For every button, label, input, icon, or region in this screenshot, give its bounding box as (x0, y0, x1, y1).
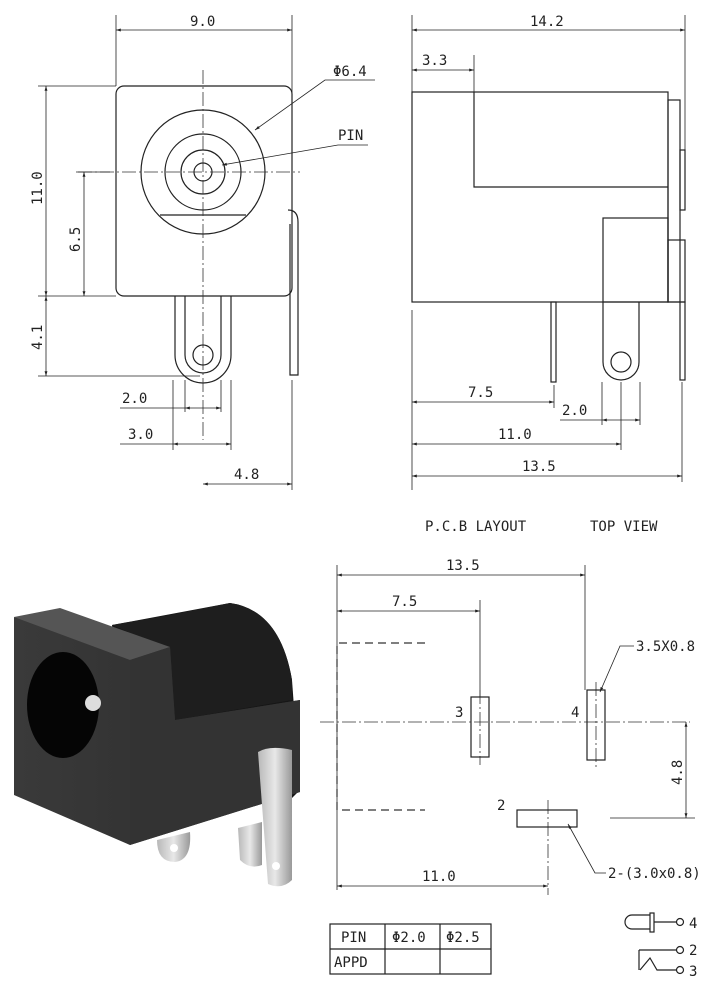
pcb-layout: P.C.B LAYOUT TOP VIEW 13.5 7.5 3 4 2 4.8… (320, 519, 701, 895)
dim-pin1: 7.5 (468, 385, 493, 401)
dim-tab: 2.0 (562, 403, 587, 419)
pad-3-label: 3 (455, 705, 463, 721)
dim-pin-w1: 2.0 (122, 391, 147, 407)
schematic-pin-2: 2 (689, 943, 697, 959)
schematic-symbol: 4 2 3 (624, 912, 697, 980)
dim-width: 9.0 (190, 14, 215, 30)
side-body (411, 91, 669, 303)
schematic-pin-3: 3 (689, 964, 697, 980)
pin-2-tab (602, 302, 640, 381)
table-header-d20: Φ2.0 (392, 930, 426, 946)
dim-pin3: 13.5 (522, 459, 556, 475)
pin-4 (679, 301, 686, 381)
side-tab (287, 209, 299, 376)
product-photo (14, 603, 300, 887)
body-outline (336, 642, 425, 811)
dim-pin-w2: 3.0 (128, 427, 153, 443)
pcb-dim-total: 13.5 (446, 558, 480, 574)
dim-total: 14.2 (530, 14, 564, 30)
pad-4-label: 4 (571, 705, 579, 721)
pcb-dim-pad3: 7.5 (392, 594, 417, 610)
front-body (115, 85, 293, 297)
dim-pin2: 11.0 (498, 427, 532, 443)
table-header-pin: PIN (341, 930, 366, 946)
pin-table: PIN Φ2.0 Φ2.5 APPD (329, 923, 492, 975)
dim-center: 6.5 (68, 227, 84, 252)
dim-step: 3.3 (422, 53, 447, 69)
pad-2-label: 2 (497, 798, 505, 814)
dim-height: 11.0 (30, 171, 46, 205)
label-pin: PIN (338, 128, 363, 144)
pcb-dim-pad2: 11.0 (422, 869, 456, 885)
side-view: 14.2 3.3 7.5 2.0 11.0 13.5 (411, 14, 686, 490)
label-diameter: Φ6.4 (333, 64, 367, 80)
dim-pin-length: 4.1 (30, 325, 46, 350)
front-view: 9.0 11.0 6.5 4.1 2.0 3.0 4.8 Φ6.4 PIN (30, 14, 375, 490)
dim-side: 4.8 (234, 467, 259, 483)
note-pad4: 3.5X0.8 (636, 639, 695, 655)
pcb-subtitle: TOP VIEW (590, 519, 658, 535)
pin-3 (550, 301, 557, 383)
pcb-dim-offset: 4.8 (670, 760, 686, 785)
schematic-pin-4: 4 (689, 916, 697, 932)
table-row-label: APPD (334, 955, 368, 971)
pcb-title: P.C.B LAYOUT (425, 519, 527, 535)
table-header-d25: Φ2.5 (446, 930, 480, 946)
pad-3 (470, 696, 490, 758)
note-pad2: 2-(3.0x0.8) (608, 866, 701, 882)
pad-2 (516, 809, 578, 828)
pad-4 (586, 689, 606, 761)
